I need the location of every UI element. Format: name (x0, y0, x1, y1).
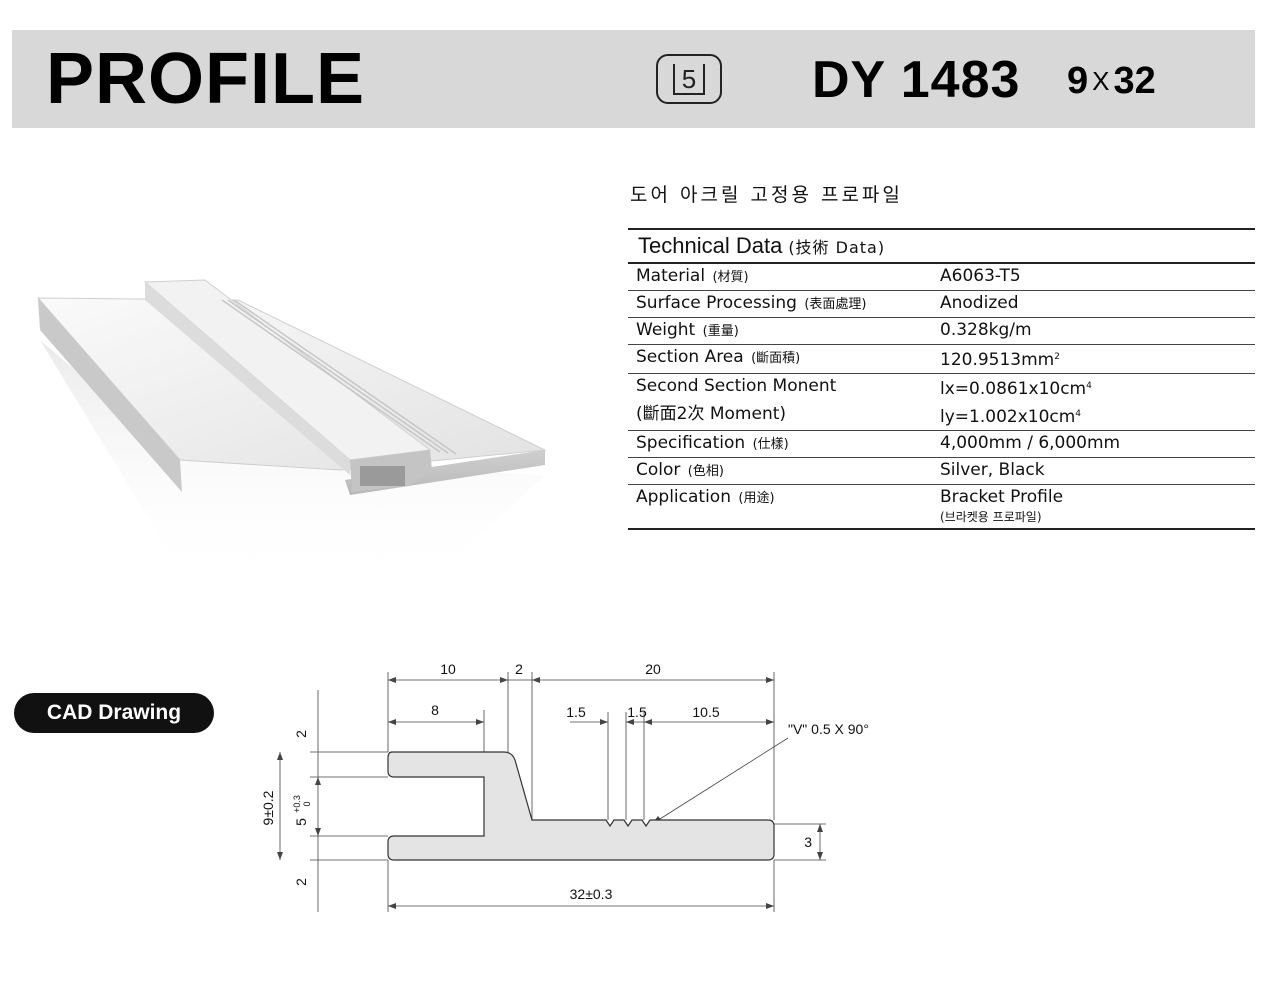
row-key: Material (636, 266, 706, 286)
size-times: X (1092, 66, 1110, 96)
value-text: ly=1.002x10cm (940, 407, 1076, 427)
row-key-cjk: (表面處理) (804, 297, 867, 312)
dim-5-tol-plus: +0.3 (292, 795, 302, 813)
value-superscript: 2 (1054, 352, 1060, 362)
profile-section-shape (387, 751, 775, 861)
table-row: Specification (仕樣) 4,000mm / 6,000mm (628, 431, 1255, 458)
cad-drawing-label: CAD Drawing (14, 693, 214, 733)
row-value: 4,000mm / 6,000mm (940, 433, 1121, 453)
row-value: 120.9513mm2 (940, 345, 1255, 373)
profile-symbol-icon: 5 (656, 54, 722, 104)
value-superscript: 4 (1075, 409, 1082, 419)
dim-8: 8 (431, 702, 439, 718)
row-key-cjk: (仕樣) (752, 437, 789, 452)
row-value: lx=0.0861x10cm4 (940, 374, 1255, 402)
product-subtitle: 도어 아크릴 고정용 프로파일 (630, 184, 903, 206)
row-key-cjk: (材質) (712, 270, 749, 285)
heading-sub: (技術 Data) (788, 238, 886, 257)
row-key-cjk: (重量) (702, 324, 739, 339)
dim-1-5-a: 1.5 (566, 704, 586, 720)
row-key: Section Area (636, 347, 744, 367)
table-row: Color (色相) Silver, Black (628, 458, 1255, 485)
value-text: Bracket Profile (940, 487, 1064, 507)
row-key: (斷面2次 Moment) (636, 404, 787, 424)
row-value: Anodized (940, 293, 1019, 313)
row-key: Application (636, 487, 731, 507)
row-value: Silver, Black (940, 460, 1045, 480)
model-number: DY 1483 (812, 51, 1021, 109)
row-key-cjk: (用途) (738, 491, 775, 506)
size-width: 32 (1113, 60, 1156, 102)
value-text: lx=0.0861x10cm (940, 379, 1087, 399)
table-row: Section Area (斷面積) 120.9513mm2 (628, 345, 1255, 374)
dim-9: 9±0.2 (260, 790, 276, 825)
row-value: ly=1.002x10cm4 (940, 402, 1255, 430)
row-value: 0.328kg/m (940, 320, 1032, 340)
table-row: (斷面2次 Moment) ly=1.002x10cm4 (628, 402, 1255, 431)
dim-1-5-b: 1.5 (627, 704, 647, 720)
dim-32: 32±0.3 (570, 886, 613, 902)
value-superscript: 4 (1086, 381, 1092, 391)
table-row: Material (材質) A6063-T5 (628, 264, 1255, 291)
dim-10-5: 10.5 (692, 704, 719, 720)
value-text: 120.9513mm (940, 350, 1055, 370)
row-key: Weight (636, 320, 696, 340)
dim-20: 20 (645, 661, 661, 677)
v-groove-note: "V" 0.5 X 90° (788, 721, 869, 737)
table-row: Application (用途) Bracket Profile (브라켓용 프로… (628, 485, 1255, 528)
row-key-cjk: (斷面積) (751, 351, 801, 366)
row-key: Second Section Monent (636, 376, 837, 396)
heading-main: Technical Data (638, 233, 783, 258)
symbol-digit: 5 (682, 64, 696, 94)
table-row: Surface Processing (表面處理) Anodized (628, 291, 1255, 318)
dim-2-top: 2 (293, 730, 309, 738)
cad-drawing: 10 2 20 8 1.5 1.5 10.5 "V" 0.5 X 90° 32±… (260, 661, 869, 912)
table-row: Second Section Monent lx=0.0861x10cm4 (628, 374, 1255, 402)
dim-10: 10 (440, 661, 456, 677)
table-row: Weight (重量) 0.328kg/m (628, 318, 1255, 345)
technical-data-heading: Technical Data (技術 Data) (628, 230, 1255, 264)
value-note: (브라켓용 프로파일) (940, 510, 1042, 524)
dim-2: 2 (515, 661, 523, 677)
row-key: Specification (636, 433, 746, 453)
page-title: PROFILE (46, 39, 366, 119)
dim-3: 3 (804, 834, 812, 850)
product-photo (36, 279, 547, 590)
row-key: Surface Processing (636, 293, 797, 313)
technical-data-table: Technical Data (技術 Data) Material (材質) A… (628, 228, 1255, 530)
size-height: 9 (1067, 60, 1089, 102)
row-value: A6063-T5 (940, 266, 1021, 286)
row-key-cjk: (色相) (687, 464, 724, 479)
dim-5: 5 (293, 818, 309, 826)
row-value: Bracket Profile (브라켓용 프로파일) (940, 485, 1255, 528)
dim-2-bottom: 2 (293, 878, 309, 886)
dim-5-tol-minus: 0 (302, 801, 312, 806)
row-key: Color (636, 460, 681, 480)
